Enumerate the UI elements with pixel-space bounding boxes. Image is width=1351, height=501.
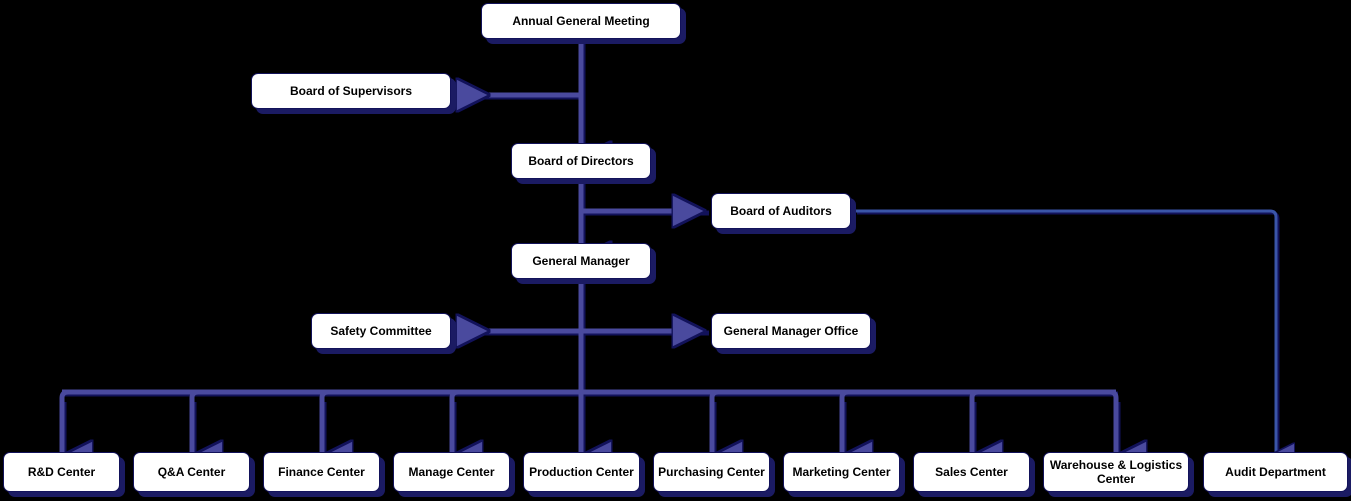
node-manage[interactable]: Manage Center [393, 452, 510, 492]
node-purchasing[interactable]: Purchasing Center [653, 452, 770, 492]
node-production[interactable]: Production Center [523, 452, 640, 492]
edge-bus-to-sales [972, 389, 978, 457]
node-label-warehouse: Warehouse & Logistics Center [1049, 458, 1183, 486]
node-sales[interactable]: Sales Center [913, 452, 1030, 492]
node-qa[interactable]: Q&A Center [133, 452, 250, 492]
edge-auditors-to-audit-shadow [857, 211, 1280, 459]
edge-bus-to-finance [322, 389, 328, 457]
node-label-supervisors: Board of Supervisors [289, 84, 413, 98]
node-label-agm: Annual General Meeting [512, 14, 650, 28]
edge-bus-to-warehouse [1109, 389, 1116, 457]
node-label-manage: Manage Center [408, 465, 495, 479]
edge-auditors-to-audit [855, 209, 1276, 453]
node-warehouse[interactable]: Warehouse & Logistics Center [1043, 452, 1189, 492]
node-label-gmoffice: General Manager Office [723, 324, 859, 338]
edge-bus-to-manage [452, 389, 458, 457]
node-marketing[interactable]: Marketing Center [783, 452, 900, 492]
node-directors[interactable]: Board of Directors [511, 143, 651, 179]
node-label-marketing: Marketing Center [792, 465, 891, 479]
node-gmoffice[interactable]: General Manager Office [711, 313, 871, 349]
node-label-auditors: Board of Auditors [730, 204, 832, 218]
node-label-rd: R&D Center [27, 465, 96, 479]
node-label-audit: Audit Department [1225, 465, 1326, 479]
node-audit[interactable]: Audit Department [1203, 452, 1348, 492]
edge-bus-to-purchasing [712, 389, 718, 457]
node-label-qa: Q&A Center [157, 465, 226, 479]
edge-bus-to-qa [192, 389, 198, 457]
edge-bus-to-rd [62, 389, 68, 457]
node-label-purchasing: Purchasing Center [658, 465, 765, 479]
node-auditors[interactable]: Board of Auditors [711, 193, 851, 229]
node-safety[interactable]: Safety Committee [311, 313, 451, 349]
node-finance[interactable]: Finance Center [263, 452, 380, 492]
node-label-finance: Finance Center [278, 465, 365, 479]
node-rd[interactable]: R&D Center [3, 452, 120, 492]
node-agm[interactable]: Annual General Meeting [481, 3, 681, 39]
edge-bus-to-marketing [842, 389, 848, 457]
node-label-directors: Board of Directors [528, 154, 634, 168]
node-label-safety: Safety Committee [330, 324, 432, 338]
node-label-production: Production Center [529, 465, 634, 479]
node-label-sales: Sales Center [935, 465, 1008, 479]
node-gm[interactable]: General Manager [511, 243, 651, 279]
node-label-gm: General Manager [532, 254, 630, 268]
node-supervisors[interactable]: Board of Supervisors [251, 73, 451, 109]
